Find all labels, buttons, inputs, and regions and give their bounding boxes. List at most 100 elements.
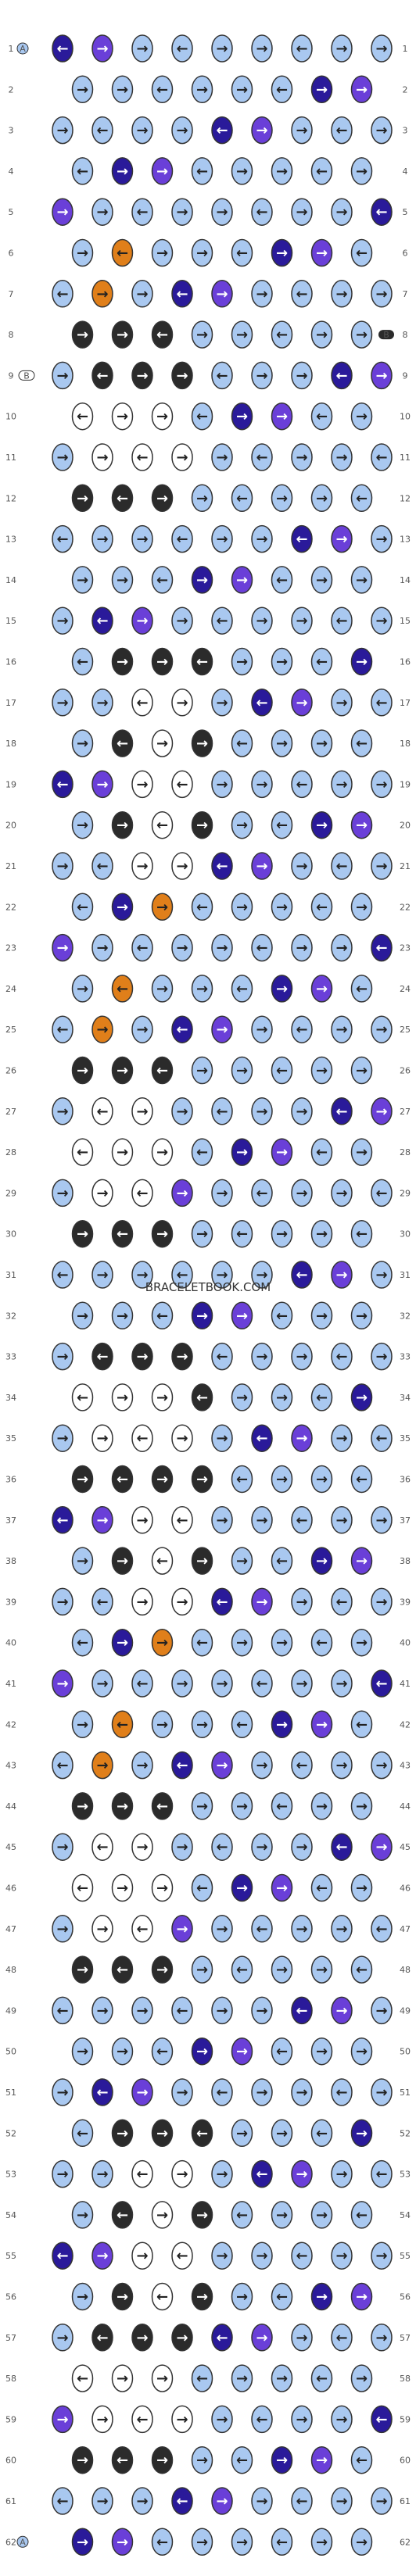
arrow-right-icon: → [375,2084,387,2101]
arrow-right-icon: → [296,2166,307,2183]
arrow-right-icon: → [117,1390,128,1406]
knot: → [111,320,134,349]
arrow-right-icon: → [136,1594,148,1610]
arrow-right-icon: → [117,1308,128,1324]
knot: → [71,2282,94,2311]
knot: → [191,2282,213,2311]
arrow-right-icon: → [176,2411,188,2428]
knot: → [131,2324,153,2352]
arrow-right-icon: → [375,2493,387,2510]
knot: → [271,1628,293,1657]
arrow-right-icon: → [216,1430,228,1447]
arrow-right-icon: → [296,858,307,875]
arrow-right-icon: → [316,1308,328,1324]
knot: → [331,1915,353,1943]
knot: → [131,361,153,390]
row-label-left: 54 [5,2210,16,2220]
row-label-right: 26 [400,1066,411,1076]
knot: → [91,689,113,717]
knot: → [350,2037,373,2066]
arrow-right-icon: → [77,735,88,752]
knot: ← [151,566,174,594]
arrow-left-icon: ← [96,1104,108,1120]
arrow-right-icon: → [176,367,188,384]
arrow-right-icon: → [216,1758,228,1774]
arrow-right-icon: → [136,776,148,792]
knot: ← [171,1261,193,1289]
knot: → [211,1996,233,2025]
knot: → [310,1547,333,1575]
knot: → [52,1179,74,1208]
arrow-right-icon: → [335,2248,347,2264]
row-label-right: 27 [400,1107,411,1117]
arrow-right-icon: → [335,2166,347,2183]
row-label-right: 58 [400,2374,411,2384]
arrow-right-icon: → [276,1226,288,1243]
arrow-left-icon: ← [276,2289,288,2306]
arrow-left-icon: ← [375,2166,387,2183]
knot: ← [211,1833,233,1861]
knot: ← [52,1015,74,1043]
row-label-right: 31 [400,1270,411,1280]
knot: ← [191,647,213,676]
knot: ← [91,1833,113,1861]
arrow-right-icon: → [196,735,208,752]
knot: → [331,198,353,226]
arrow-left-icon: ← [156,327,168,343]
knot: → [291,2078,313,2106]
knot: ← [191,1873,213,1902]
arrow-left-icon: ← [296,286,307,302]
knot: ← [71,647,94,676]
arrow-right-icon: → [356,2370,368,2387]
knot: → [331,689,353,717]
row-label-left: 41 [5,1679,16,1689]
knot: ← [111,729,134,757]
knot: → [331,443,353,471]
knot: ← [271,320,293,349]
knot: ← [52,34,74,63]
arrow-right-icon: → [276,1635,288,1651]
knot: ← [131,1669,153,1698]
knot: → [111,2119,134,2148]
arrow-right-icon: → [136,1349,148,1365]
row-label-right: 18 [400,739,411,749]
arrow-right-icon: → [316,1472,328,1488]
knot: → [131,1833,153,1861]
arrow-right-icon: → [236,818,248,834]
knot: → [211,1261,233,1289]
knot: ← [151,2037,174,2066]
arrow-left-icon: ← [276,1798,288,1815]
knot: → [331,1751,353,1780]
arrow-left-icon: ← [296,776,307,792]
knot: ← [251,443,273,471]
knot: → [52,1342,74,1371]
arrow-right-icon: → [77,245,88,262]
knot: ← [310,1138,333,1166]
knot: → [310,975,333,1003]
arrow-right-icon: → [96,1430,108,1447]
arrow-right-icon: → [96,1021,108,1038]
arrow-right-icon: → [156,981,168,997]
knot: ← [71,1628,94,1657]
knot: ← [251,1179,273,1208]
arrow-right-icon: → [356,818,368,834]
knot: ← [350,1219,373,1248]
arrow-left-icon: ← [296,1267,307,1283]
knot: → [371,1261,393,1289]
arrow-left-icon: ← [117,1716,128,1733]
arrow-left-icon: ← [176,286,188,302]
row-label-left: 10 [5,412,16,422]
knot: ← [191,2364,213,2392]
arrow-right-icon: → [117,818,128,834]
arrow-left-icon: ← [196,2370,208,2387]
knot: ← [151,1301,174,1330]
knot: → [151,1955,174,1984]
arrow-left-icon: ← [216,858,228,875]
arrow-left-icon: ← [176,1021,188,1038]
knot: ← [52,2487,74,2515]
knot: ← [191,1628,213,1657]
knot: → [310,1219,333,1248]
row-label-right: 53 [400,2170,411,2180]
row-label-left: 13 [5,535,16,545]
knot: → [350,2282,373,2311]
